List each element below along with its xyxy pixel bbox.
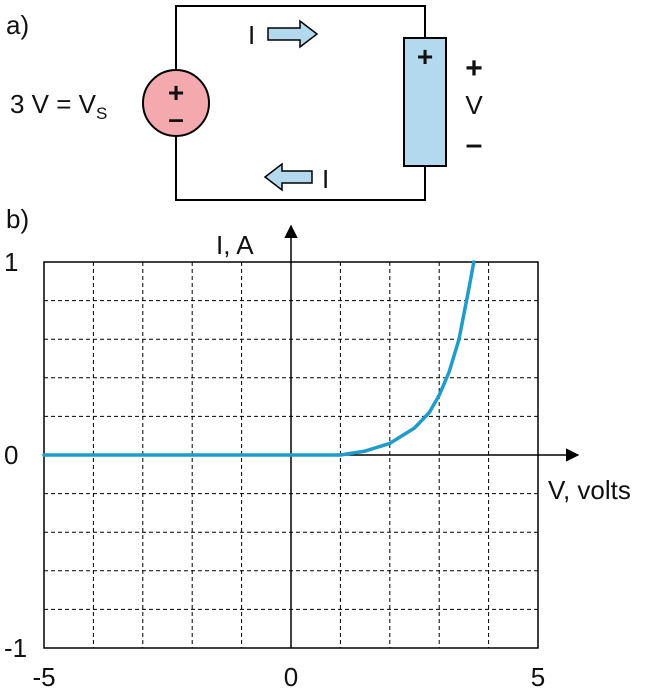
source-label-main: 3 V = V bbox=[10, 89, 97, 119]
source-minus-sign: – bbox=[168, 103, 184, 134]
y-tick-label: 0 bbox=[4, 440, 18, 470]
current-label-top: I bbox=[248, 20, 255, 50]
source-plus-sign: + bbox=[168, 77, 184, 108]
current-label-bottom: I bbox=[322, 164, 329, 194]
panel-a-label: a) bbox=[6, 10, 29, 40]
x-tick-label: 0 bbox=[284, 662, 298, 692]
x-tick-label: -5 bbox=[32, 662, 55, 692]
voltage-plus-sign: + bbox=[465, 52, 483, 85]
voltage-minus-sign: – bbox=[466, 128, 483, 161]
y-tick-label: 1 bbox=[4, 247, 18, 277]
y-tick-label: -1 bbox=[4, 633, 27, 663]
axes bbox=[44, 224, 580, 648]
iv-curve bbox=[42, 260, 476, 457]
circuit-diagram: a) + – 3 V = VS + + V – I I bbox=[6, 5, 483, 201]
panel-b-label: b) bbox=[6, 204, 29, 234]
voltage-label: V bbox=[465, 90, 483, 120]
device-element bbox=[403, 37, 447, 167]
source-label-subscript: S bbox=[96, 104, 107, 123]
circuit-wire bbox=[175, 5, 426, 201]
voltage-source bbox=[142, 69, 210, 137]
current-arrow-left bbox=[263, 162, 313, 192]
current-arrow-right bbox=[267, 19, 319, 49]
x-tick-label: 5 bbox=[531, 662, 545, 692]
device-plus-sign: + bbox=[417, 41, 433, 72]
source-label: 3 V = VS bbox=[10, 89, 107, 123]
x-axis-label: V, volts bbox=[548, 475, 631, 505]
y-axis-label: I, A bbox=[216, 230, 254, 260]
